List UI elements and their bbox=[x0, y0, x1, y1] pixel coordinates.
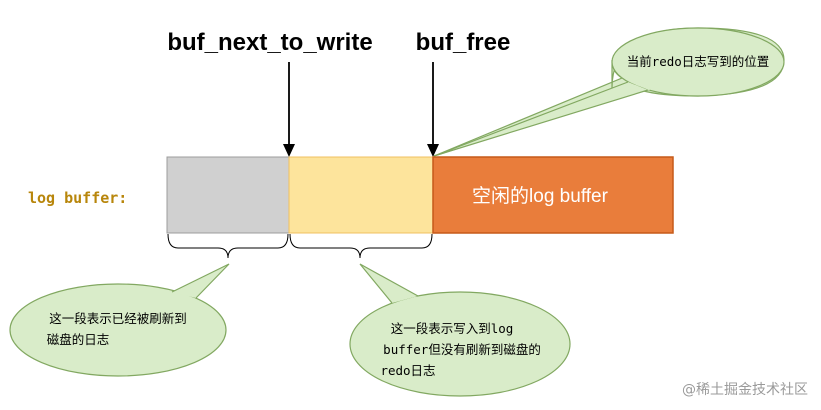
flushed-callout-line-2: 磁盘的日志 bbox=[47, 332, 110, 347]
written-segment-brace bbox=[167, 233, 289, 259]
current-position-pointer bbox=[433, 81, 649, 157]
free-segment-label: 空闲的log buffer bbox=[472, 185, 609, 207]
buf-next-to-write-label: buf_next_to_write bbox=[167, 29, 372, 56]
unflushed-callout-pointer bbox=[359, 263, 419, 304]
unflushed-callout-line-2: buffer但没有刷新到磁盘的 bbox=[383, 342, 541, 357]
current-position-bubble bbox=[611, 27, 785, 97]
log-buffer-row-label: log buffer: bbox=[28, 189, 127, 207]
current-position-text: 当前redo日志写到的位置 bbox=[627, 54, 770, 69]
flushed-callout-line-1: 这一段表示已经被刷新到 bbox=[49, 311, 187, 326]
unflushed-callout-bubble bbox=[349, 291, 571, 397]
buf-next-to-write-arrowhead bbox=[283, 144, 295, 157]
free-segment bbox=[432, 156, 674, 234]
buf-free-arrowhead bbox=[427, 144, 439, 157]
unflushed-callout-line-3: redo日志 bbox=[380, 363, 435, 378]
unflushed-callout-line-1: 这一段表示写入到log bbox=[391, 321, 514, 336]
unflushed-segment-brace bbox=[289, 233, 433, 259]
flushed-callout-pointer bbox=[171, 263, 230, 299]
flushed-callout-bubble bbox=[9, 283, 227, 377]
not-yet-flushed-segment bbox=[288, 156, 434, 234]
watermark: @稀土掘金技术社区 bbox=[682, 382, 808, 398]
written-to-disk-segment bbox=[166, 156, 290, 234]
buf-free-label: buf_free bbox=[416, 29, 511, 56]
